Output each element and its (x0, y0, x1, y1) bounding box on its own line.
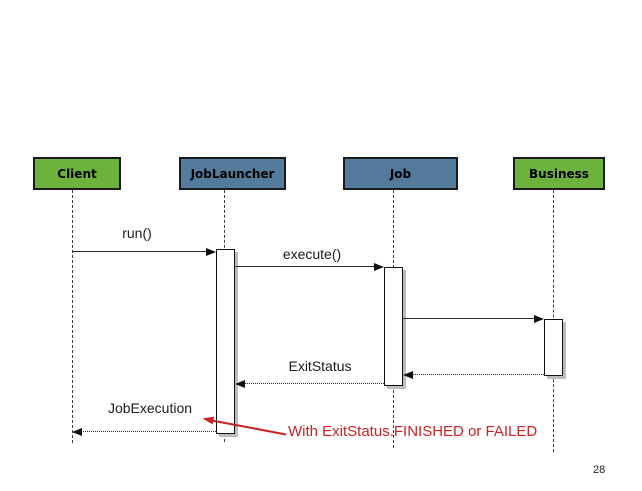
activation-bar-business (544, 319, 563, 376)
annotation-text: With ExitStatus.FINISHED or FAILED (288, 423, 538, 440)
return-line-exitstatus (242, 383, 384, 384)
message-line-job-to-business (403, 318, 537, 319)
arrowhead-left-icon (403, 370, 413, 379)
actor-label-job: Job (389, 166, 412, 181)
arrowhead-right-icon (374, 262, 384, 271)
actor-label-joblauncher: JobLauncher (190, 166, 275, 181)
actor-box-joblauncher: JobLauncher (179, 157, 286, 190)
message-line-run (72, 251, 209, 252)
actor-label-client: Client (57, 166, 97, 181)
return-line-jobexecution (79, 431, 216, 432)
message-label-run: run() (122, 225, 152, 241)
activation-bar-joblauncher (216, 249, 235, 434)
arrowhead-right-icon (534, 314, 544, 323)
message-line-execute (235, 266, 377, 267)
actor-label-business: Business (529, 166, 589, 181)
actor-box-client: Client (33, 157, 121, 190)
message-label-jobexecution: JobExecution (107, 400, 193, 416)
return-line-business-to-job (410, 374, 544, 375)
arrowhead-right-icon (206, 247, 216, 256)
actor-box-job: Job (343, 157, 458, 190)
arrowhead-left-icon (235, 379, 245, 388)
message-label-execute: execute() (282, 246, 342, 262)
arrowhead-left-icon (72, 427, 82, 436)
actor-box-business: Business (513, 157, 605, 190)
lifeline-client (72, 190, 73, 443)
message-label-exitstatus: ExitStatus (288, 358, 352, 374)
activation-bar-job (384, 267, 403, 386)
page-number: 28 (593, 464, 606, 476)
